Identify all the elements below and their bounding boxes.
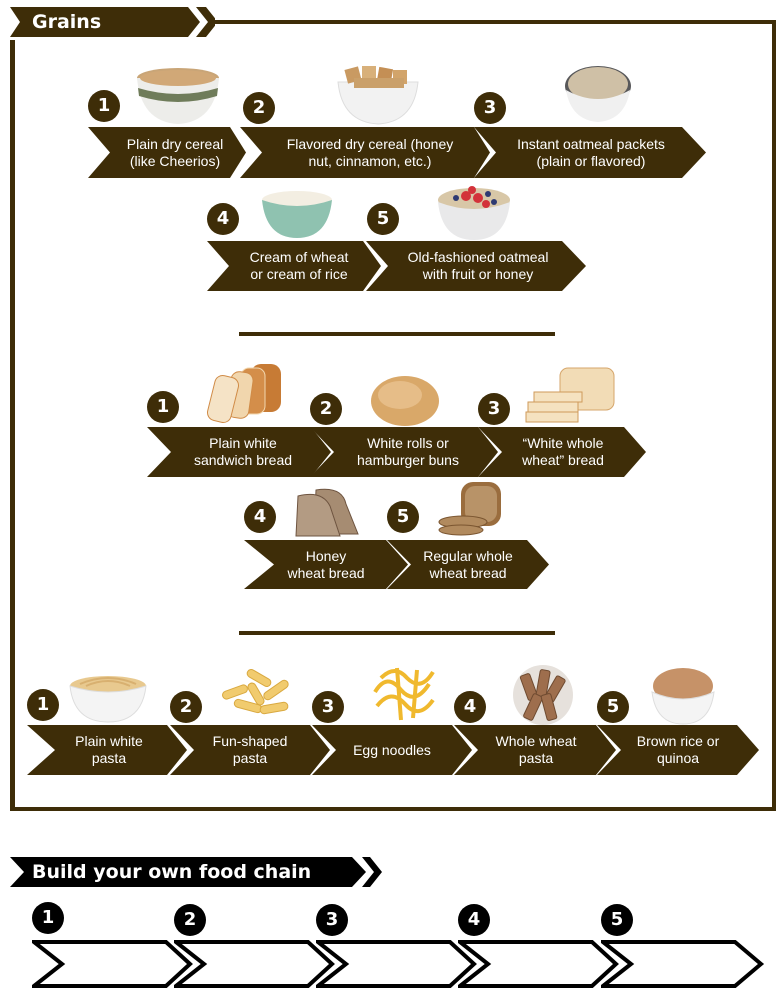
pasta-step-3-label: Egg noodles [353, 741, 431, 758]
white-whole-wheat-loaf-icon [525, 367, 615, 423]
build-slot-3[interactable] [316, 940, 481, 988]
bread-step-5-badge: 5 [387, 501, 419, 533]
build-slot-3-badge: 3 [316, 904, 348, 936]
cereal-step-5-badge: 5 [367, 203, 399, 235]
oatmeal-with-berries-icon [438, 186, 510, 240]
build-slot-2-input[interactable] [206, 940, 306, 988]
build-slot-1[interactable] [32, 940, 197, 988]
bread-step-2-badge: 2 [310, 393, 342, 425]
frame-left [10, 40, 15, 811]
build-slot-5[interactable] [601, 940, 766, 988]
honey-wheat-slices-icon [295, 488, 359, 537]
cream-of-wheat-bowl-icon [262, 191, 332, 238]
build-header-banner: Build your own food chain [10, 857, 382, 887]
pasta-step-4-badge: 4 [454, 691, 486, 723]
pasta-step-5-badge: 5 [597, 691, 629, 723]
build-slot-1-badge: 1 [32, 902, 64, 934]
instant-oatmeal-bowl-icon [565, 66, 631, 122]
bread-roll-icon [371, 376, 439, 426]
section-divider [239, 332, 555, 336]
cereal-step-4-badge: 4 [207, 203, 239, 235]
cereal-step-3-label: Instant oatmeal packets(plain or flavore… [517, 135, 665, 169]
build-slot-5-input[interactable] [633, 940, 733, 988]
cereal-step-1-label: Plain dry cereal(like Cheerios) [126, 135, 224, 169]
egg-noodles-icon [373, 667, 435, 721]
cereal-step-3: Instant oatmeal packets(plain or flavore… [474, 127, 708, 178]
pasta-step-1-badge: 1 [27, 689, 59, 721]
cinnamon-cereal-bowl-icon [337, 66, 419, 125]
build-slot-2[interactable] [174, 940, 339, 988]
build-slot-4-badge: 4 [458, 904, 490, 936]
pasta-step-3: Egg noodles [312, 725, 474, 775]
section-divider [239, 631, 555, 635]
grains-header-banner: Grains [10, 7, 215, 37]
cereal-step-3-badge: 3 [474, 92, 506, 124]
build-slot-3-input[interactable] [348, 940, 448, 988]
cereal-step-2-badge: 2 [243, 92, 275, 124]
spaghetti-bowl-icon [69, 676, 147, 723]
frame-bottom [10, 807, 776, 811]
frame-top [213, 20, 776, 24]
cheerios-bowl-icon [137, 68, 219, 124]
build-slot-1-input[interactable] [64, 940, 164, 988]
bread-step-1-badge: 1 [147, 391, 179, 423]
white-bread-loaf-icon [206, 364, 281, 424]
brown-rice-bowl-icon [651, 668, 715, 725]
banner-arrow-shape [10, 857, 382, 887]
banner-arrow-shape [10, 7, 215, 37]
rotini-pasta-icon [222, 669, 289, 715]
build-title: Build your own food chain [32, 861, 312, 883]
frame-right [772, 20, 776, 811]
cereal-step-1-badge: 1 [88, 90, 120, 122]
grains-title: Grains [32, 11, 102, 33]
pasta-step-3-badge: 3 [312, 691, 344, 723]
bread-step-3-badge: 3 [478, 393, 510, 425]
whole-wheat-loaf-icon [438, 482, 501, 536]
cereal-step-1: Plain dry cereal(like Cheerios) [88, 127, 248, 178]
bread-step-4-badge: 4 [244, 501, 276, 533]
build-slot-4[interactable] [458, 940, 623, 988]
pasta-step-2-badge: 2 [170, 691, 202, 723]
whole-wheat-penne-icon [513, 665, 573, 725]
build-slot-5-badge: 5 [601, 904, 633, 936]
build-slot-2-badge: 2 [174, 904, 206, 936]
build-slot-4-input[interactable] [490, 940, 590, 988]
